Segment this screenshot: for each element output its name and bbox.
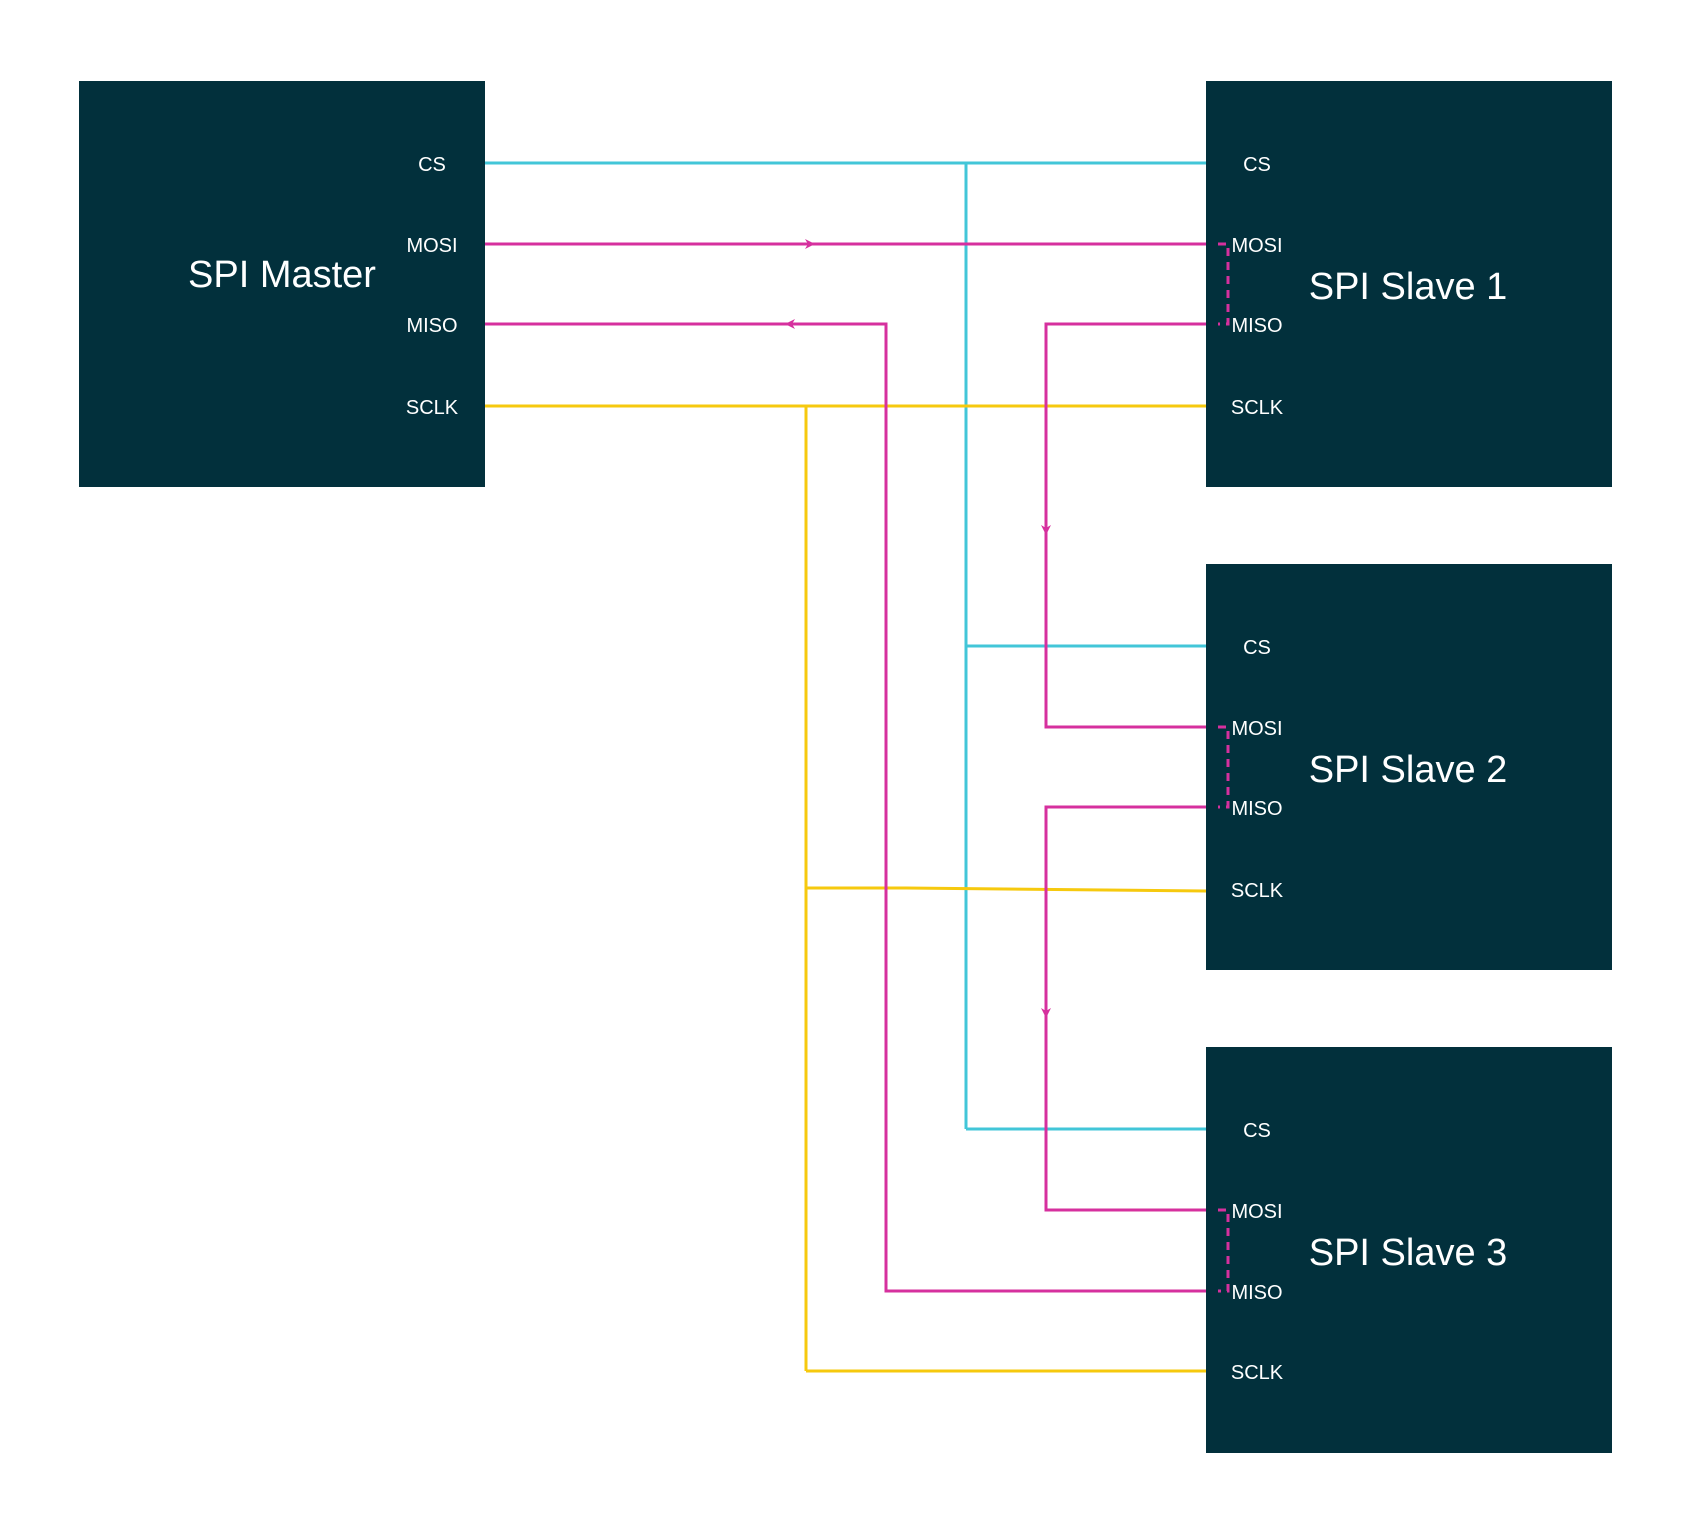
slave3-internal-path [1218,1208,1230,1293]
slave1-internal-path [1218,242,1230,326]
master-pin-sclk: SCLK [406,397,459,419]
slave2-internal-path [1218,725,1230,809]
slave3-pin-sclk: SCLK [1231,1362,1284,1384]
slave2-title: SPI Slave 2 [1309,749,1508,791]
spi-slave-3-box [1206,1047,1612,1453]
miso-return-wire [485,322,1206,1293]
slave3-pin-miso: MISO [1231,1282,1282,1304]
master-title: SPI Master [188,254,376,296]
slave1-pin-sclk: SCLK [1231,397,1284,419]
slave1-pin-cs: CS [1243,154,1271,176]
spi-master-box [79,81,485,487]
master-pin-miso: MISO [406,315,457,337]
slave1-title: SPI Slave 1 [1309,266,1508,308]
slave3-title: SPI Slave 3 [1309,1232,1508,1274]
slave2-pin-miso: MISO [1231,798,1282,820]
master-pin-mosi: MOSI [406,235,457,257]
slave2-pin-mosi: MOSI [1231,718,1282,740]
sclk-wire-slave2 [806,886,1207,893]
spi-slave-2-box [1206,564,1612,970]
spi-slave-1-box [1206,81,1612,487]
slave2-pin-sclk: SCLK [1231,880,1284,902]
master-pin-cs: CS [418,154,446,176]
slave2-miso-to-slave3-mosi [1044,805,1206,1212]
internal-shift-paths [1218,242,1230,1293]
slave1-miso-to-slave2-mosi [1044,322,1206,729]
cs-bus [485,161,1206,1131]
slave1-pin-mosi: MOSI [1231,235,1282,257]
slave3-pin-cs: CS [1243,1120,1271,1142]
slave3-pin-mosi: MOSI [1231,1201,1282,1223]
sclk-bus [485,404,1207,1373]
slave1-pin-miso: MISO [1231,315,1282,337]
data-chain [485,239,1206,1293]
slave2-pin-cs: CS [1243,637,1271,659]
